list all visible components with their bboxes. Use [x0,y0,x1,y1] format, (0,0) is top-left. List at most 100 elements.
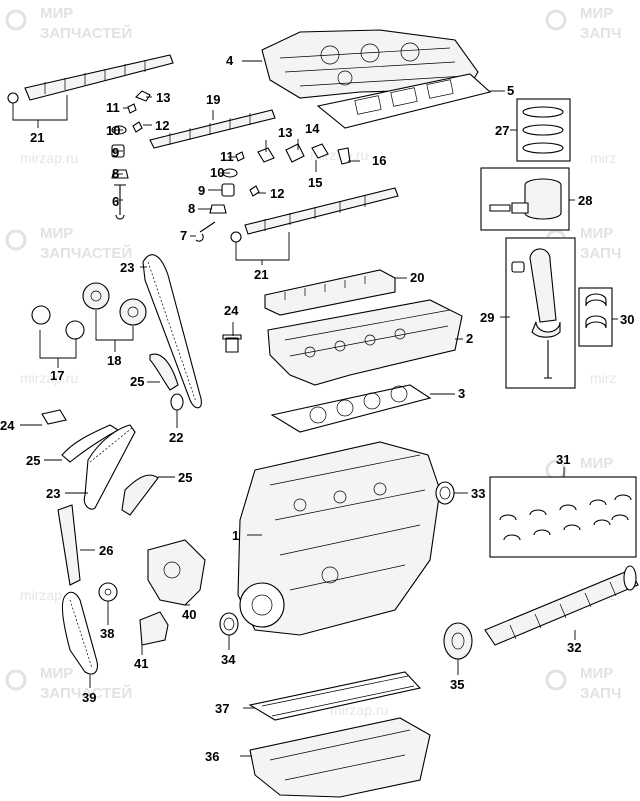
part-main-bearings [489,476,637,558]
watermark-brand-mid-left: МИР ЗАПЧАСТЕЙ [5,225,132,262]
watermark-brand-bottom-right: МИР ЗАПЧ [545,665,621,702]
svg-text:МИР: МИР [580,455,613,472]
part-oil-pickup [139,611,169,646]
part-vibration-damper [443,622,473,660]
callout-2: 2 [466,331,473,346]
watermark-url-2: mirz [590,150,616,166]
svg-text:МИР: МИР [580,665,613,682]
callout-13-mid: 13 [278,125,292,140]
callout-17: 17 [50,368,64,383]
part-crankshaft [484,565,639,646]
svg-text:МИР: МИР [40,225,73,242]
part-valve-train-mid [195,143,351,242]
part-camshaft-lower [230,187,399,243]
callout-35: 35 [450,677,464,692]
callout-1: 1 [232,528,239,543]
callout-10-mid: 10 [210,165,224,180]
callout-8-mid: 8 [188,201,195,216]
svg-text:ЗАПЧ: ЗАПЧ [580,245,621,262]
svg-text:МИР: МИР [40,665,73,682]
callout-34: 34 [221,652,236,667]
callout-25-lower-right: 25 [178,470,192,485]
part-engine-block [237,441,441,636]
callout-3: 3 [458,386,465,401]
part-piston [480,167,570,231]
part-connecting-rod [505,237,576,389]
callout-13-left: 13 [156,90,170,105]
callout-26: 26 [99,543,113,558]
part-rod-bearing [578,287,613,347]
callout-9-left: 9 [112,145,119,160]
callout-38: 38 [100,626,114,641]
callout-23-upper: 23 [120,260,134,275]
part-camshaft-upper [7,54,174,104]
callout-31: 31 [556,452,570,467]
callout-21-mid: 21 [254,267,268,282]
callout-5: 5 [507,83,514,98]
watermark-brand-bottom-left: МИР ЗАПЧАСТЕЙ [5,665,132,702]
callout-19: 19 [206,92,220,107]
callout-6: 6 [112,194,119,209]
part-oil-pan [249,717,431,798]
watermark-url-4: mirz [590,370,616,386]
callout-24-upper: 24 [224,303,239,318]
svg-text:МИР: МИР [580,225,613,242]
svg-text:ЗАПЧ: ЗАПЧ [580,685,621,702]
part-cylinder-head [267,299,463,386]
callout-21-upper: 21 [30,130,44,145]
callout-12-left: 12 [155,118,169,133]
svg-text:ЗАПЧАСТЕЙ: ЗАПЧАСТЕЙ [40,684,132,702]
watermark-brand-top-left: МИР ЗАПЧАСТЕЙ [5,5,132,42]
callout-14: 14 [305,121,320,136]
part-oil-pump [147,539,206,606]
part-head-gasket [270,384,432,433]
callout-28: 28 [578,193,592,208]
svg-text:ЗАПЧАСТЕЙ: ЗАПЧАСТЕЙ [40,244,132,262]
part-seal-front [435,481,455,505]
part-camshaft-intake [149,109,276,149]
part-timing-components [31,254,242,675]
watermark-brand-mid-right: МИР ЗАПЧ [545,225,621,262]
callout-24-lower: 24 [0,418,15,433]
part-oil-pan-gasket [248,671,422,721]
callout-4: 4 [226,53,234,68]
callout-labels: 4 5 21 11 13 10 12 9 8 6 19 11 10 9 12 8… [0,53,634,764]
svg-text:МИР: МИР [40,5,73,22]
callout-30: 30 [620,312,634,327]
watermark-brand-top-right: МИР ЗАПЧ [545,5,621,42]
callout-15: 15 [308,175,322,190]
part-valve-cover-gasket [316,73,492,129]
callout-22: 22 [169,430,183,445]
callout-33: 33 [471,486,485,501]
callout-11-left: 11 [106,100,120,115]
callout-32: 32 [567,640,581,655]
svg-text:МИР: МИР [580,5,613,22]
callout-36: 36 [205,749,219,764]
callout-41: 41 [134,656,148,671]
callout-25-lower-left: 25 [26,453,40,468]
part-piston-rings [516,98,571,162]
callout-39: 39 [82,690,96,705]
part-seal-rear [219,612,239,636]
callout-25-upper: 25 [130,374,144,389]
callout-16: 16 [372,153,386,168]
callout-37: 37 [215,701,229,716]
callout-12-mid: 12 [270,186,284,201]
callout-11-mid: 11 [220,149,234,164]
callout-7: 7 [180,228,187,243]
callout-18: 18 [107,353,121,368]
watermark-url-8: mirzap.ru [330,702,388,718]
callout-9-mid: 9 [198,183,205,198]
svg-text:ЗАПЧ: ЗАПЧ [580,25,621,42]
leader-lines [12,60,618,757]
callout-8-left: 8 [112,166,119,181]
part-camshaft-carrier [264,269,396,316]
callout-10-left: 10 [106,123,120,138]
watermark-url-1: mirzap.ru [20,150,78,166]
callout-23-lower: 23 [46,486,60,501]
callout-27: 27 [495,123,509,138]
callout-40: 40 [182,607,196,622]
watermark-url-3: mirzap.ru [20,370,78,386]
callout-29: 29 [480,310,494,325]
